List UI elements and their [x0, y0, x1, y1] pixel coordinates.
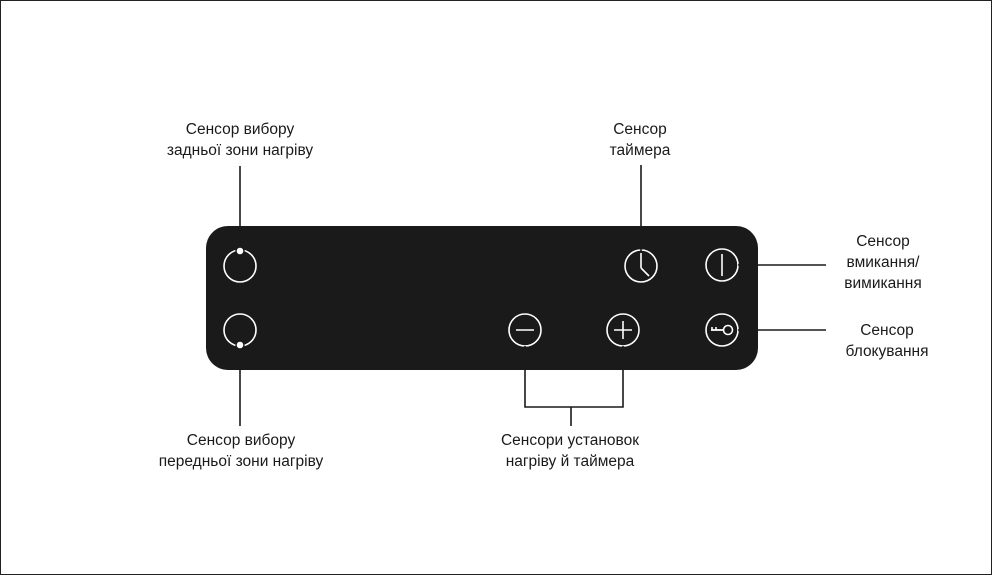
lock-label: Сенсор блокування: [846, 320, 929, 362]
settings-label-line-1: Сенсори установок: [500, 432, 640, 449]
rear-zone-label: Сенсор вибору задньої зони нагріву: [167, 119, 313, 161]
settings-bracket: [524, 346, 624, 408]
power-label: Сенсор вмикання/ вимикання: [844, 231, 921, 294]
timer-label-line-2: таймера: [609, 142, 671, 159]
power-label-line-1: Сенсор: [856, 233, 910, 250]
front-zone-label-line-1: Сенсор вибору: [186, 432, 296, 449]
settings-label: Сенсори установок нагріву й таймера: [501, 430, 639, 472]
front-zone-dot: [235, 340, 245, 350]
timer-label: Сенсор таймера: [610, 119, 671, 161]
lock-label-line-1: Сенсор: [860, 322, 914, 339]
control-panel: [206, 226, 758, 370]
lock-label-line-2: блокування: [845, 343, 929, 360]
settings-label-line-2: нагріву й таймера: [505, 453, 635, 470]
leader-lines: [239, 165, 826, 426]
rear-zone-label-line-2: задньої зони нагріву: [166, 142, 314, 159]
timer-label-line-1: Сенсор: [613, 121, 667, 138]
power-label-line-2: вмикання/: [846, 254, 920, 271]
rear-zone-label-line-1: Сенсор вибору: [185, 121, 295, 138]
front-zone-label: Сенсор вибору передньої зони нагріву: [159, 430, 323, 472]
front-zone-label-line-2: передньої зони нагріву: [158, 453, 324, 470]
rear-zone-dot: [235, 246, 245, 256]
power-label-line-3: вимикання: [844, 275, 922, 292]
